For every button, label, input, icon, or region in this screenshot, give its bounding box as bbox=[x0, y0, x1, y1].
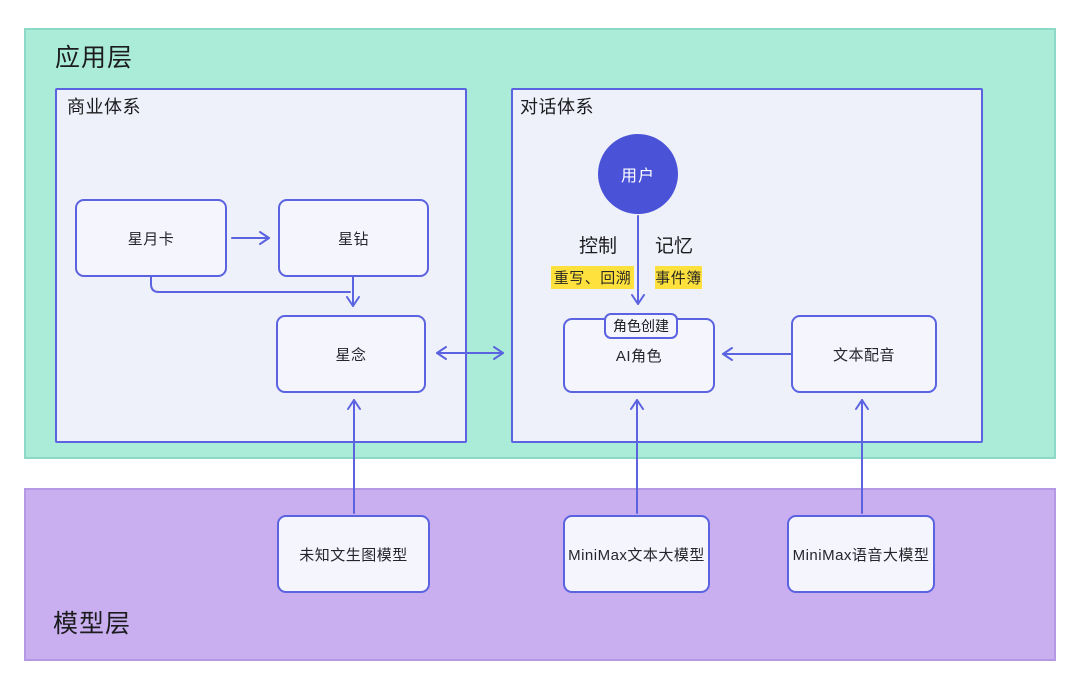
node-ai-role-label: AI角色 bbox=[615, 348, 663, 365]
highlight-event-book: 事件簿 bbox=[655, 266, 702, 289]
model-layer-label: 模型层 bbox=[53, 610, 132, 638]
node-ai-role: AI角色 bbox=[563, 318, 715, 393]
badge-role-create-label: 角色创建 bbox=[613, 318, 669, 334]
highlight-rewrite-backtrack: 重写、回溯 bbox=[551, 266, 634, 289]
flow-label-memory: 记忆 bbox=[654, 236, 693, 257]
node-minimax-text-model: MiniMax文本大模型 bbox=[563, 515, 710, 593]
application-layer-label: 应用层 bbox=[55, 44, 134, 72]
badge-role-create: 角色创建 bbox=[604, 313, 678, 339]
node-xingyueka-label: 星月卡 bbox=[127, 230, 175, 248]
node-xingyueka: 星月卡 bbox=[75, 199, 227, 277]
dialogue-system-label: 对话体系 bbox=[520, 97, 594, 117]
node-xingzuan-label: 星钻 bbox=[337, 230, 369, 248]
node-xingnian-label: 星念 bbox=[335, 346, 367, 364]
node-user-circle: 用户 bbox=[598, 134, 678, 214]
node-text-dubbing: 文本配音 bbox=[791, 315, 937, 393]
node-t2i-model-label: 未知文生图模型 bbox=[299, 546, 408, 564]
business-system-label: 商业体系 bbox=[67, 97, 141, 117]
node-user-label: 用户 bbox=[620, 168, 655, 185]
node-minimax-voice-model-label: MiniMax语音大模型 bbox=[792, 546, 930, 564]
node-minimax-voice-model: MiniMax语音大模型 bbox=[787, 515, 935, 593]
node-xingnian: 星念 bbox=[276, 315, 426, 393]
flow-label-control: 控制 bbox=[578, 236, 617, 257]
node-xingzuan: 星钻 bbox=[278, 199, 429, 277]
node-t2i-model: 未知文生图模型 bbox=[277, 515, 430, 593]
node-minimax-text-model-label: MiniMax文本大模型 bbox=[568, 546, 705, 564]
node-text-dubbing-label: 文本配音 bbox=[832, 346, 895, 364]
